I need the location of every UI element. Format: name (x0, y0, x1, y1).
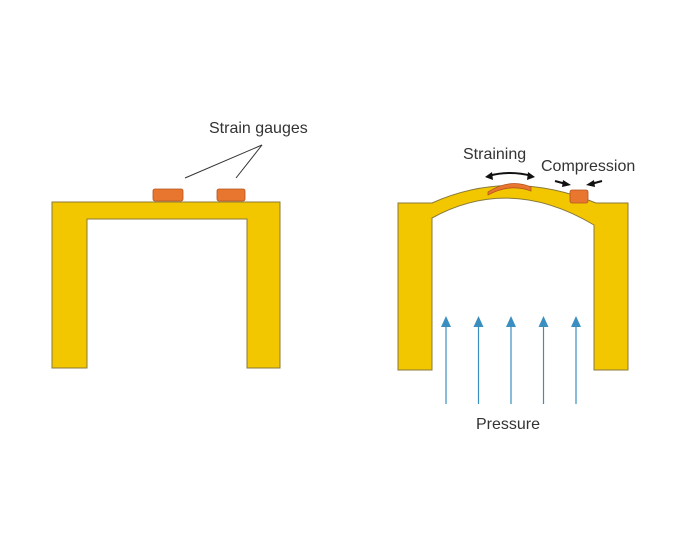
pressure-arrows (441, 316, 581, 404)
deflected-frame (397, 185, 629, 371)
unloaded-frame (51, 201, 281, 369)
straining-arrowhead-left (485, 172, 493, 180)
pressure-arrowhead (538, 316, 549, 327)
compression-arrowhead-left (562, 180, 571, 187)
pointer-line-right (235, 144, 263, 179)
strain-gauge-right (216, 188, 246, 202)
pressure-arrowhead (571, 316, 581, 327)
loaded-sensor (397, 172, 629, 404)
pointer-line-left (184, 144, 263, 179)
straining-arrow (487, 172, 533, 177)
compression-label: Compression (541, 158, 636, 175)
unloaded-sensor (51, 144, 281, 369)
pressure-arrowhead (473, 316, 484, 327)
pressure-arrowhead (441, 316, 451, 327)
strain-gauge-left (152, 188, 184, 202)
straining-arrowhead-right (527, 172, 535, 180)
straining-gauge (487, 183, 532, 196)
strain-gauges-label: Strain gauges (209, 120, 308, 137)
pressure-label: Pressure (476, 416, 541, 433)
straining-label: Straining (463, 146, 527, 163)
pressure-arrowhead (506, 316, 516, 327)
compression-arrowhead-right (586, 180, 595, 187)
compression-gauge (569, 189, 589, 204)
